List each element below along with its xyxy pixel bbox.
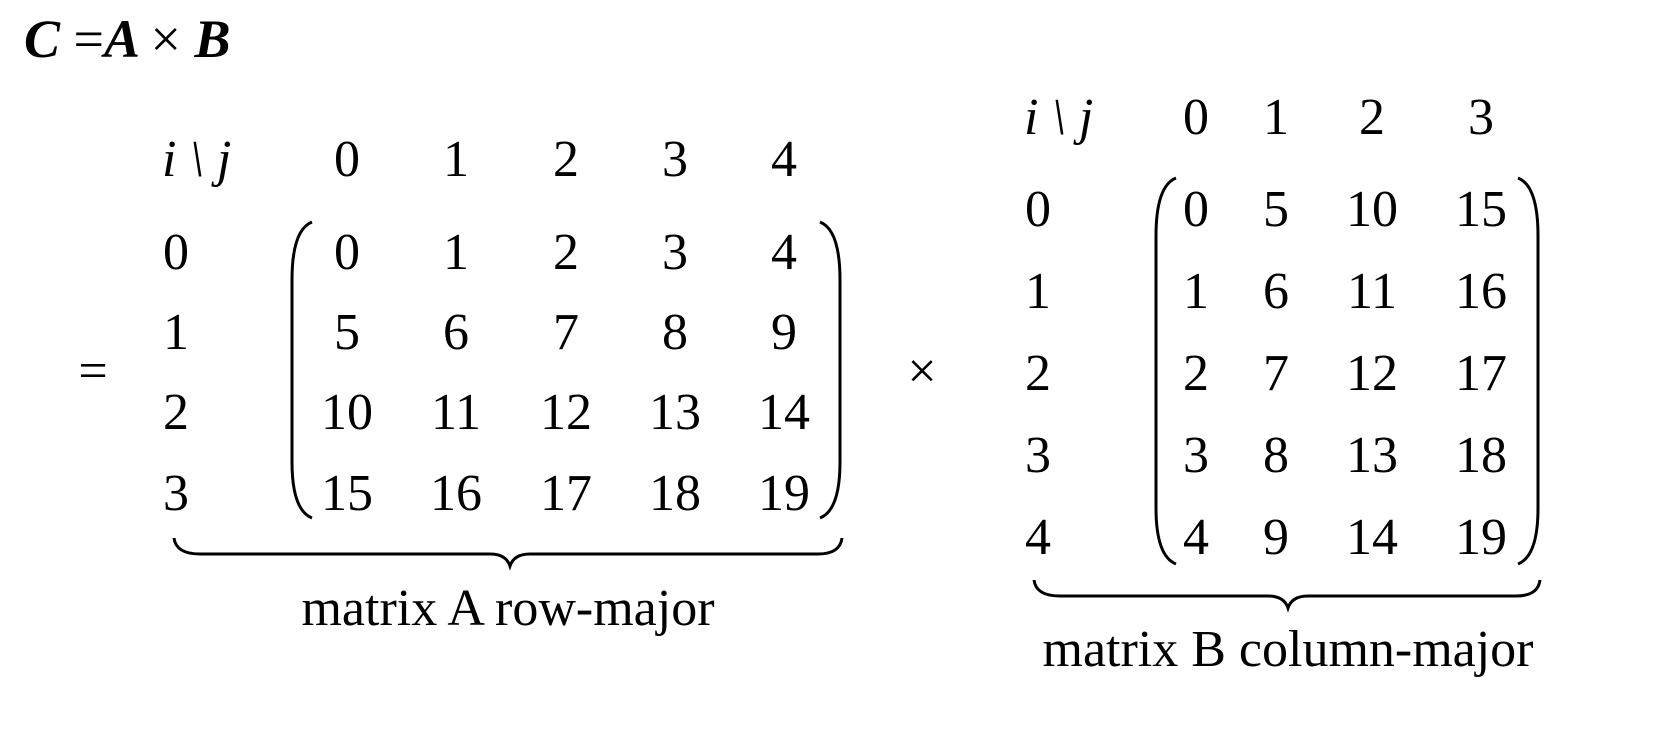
matrix-b-caption: matrix B column-major: [1042, 621, 1534, 678]
equation-title: C =A × B: [24, 8, 231, 70]
equation-lhs: C: [24, 9, 61, 69]
matrix-b-row-header: 4: [1025, 509, 1051, 566]
matrix-a-underbrace: [172, 537, 844, 571]
matrix-b-left-paren: [1154, 176, 1177, 566]
matrix-b-row-header: 2: [1025, 345, 1051, 402]
matrix-b-cell: 16: [1455, 263, 1507, 320]
equation-b: B: [194, 9, 231, 69]
matrix-a-cell: 15: [321, 465, 373, 522]
matrix-b-row-header: 3: [1025, 427, 1051, 484]
matrix-a-cell: 6: [443, 304, 469, 361]
matrix-a-row-header: 0: [163, 224, 189, 281]
matrix-b-col-header: 1: [1263, 89, 1289, 146]
matrix-a-col-header: 3: [662, 131, 688, 188]
matrix-a-cell: 8: [662, 304, 688, 361]
matrix-b-row-header: 0: [1025, 181, 1051, 238]
matrix-a-cell: 5: [334, 304, 360, 361]
matrix-a-col-header: 4: [771, 131, 797, 188]
matrix-b-cell: 11: [1346, 263, 1398, 320]
matrix-a-col-header: 1: [443, 131, 469, 188]
matrix-b-cell: 8: [1263, 427, 1289, 484]
matrix-b-col-header: 0: [1183, 89, 1209, 146]
matrix-b-row-header: 1: [1025, 263, 1051, 320]
matrix-b-cell: 12: [1346, 345, 1398, 402]
matrix-b-cell: 13: [1346, 427, 1398, 484]
matrix-a-row-header: 3: [163, 465, 189, 522]
matrix-b-cell: 9: [1263, 509, 1289, 566]
matrix-a-cell: 11: [430, 384, 482, 441]
matrix-a-left-paren: [290, 220, 313, 520]
matrix-a-cell: 3: [662, 224, 688, 281]
matrix-b-cell: 6: [1263, 263, 1289, 320]
matrix-a-col-header: 2: [553, 131, 579, 188]
matrix-a-cell: 1: [443, 224, 469, 281]
matrix-a-cell: 0: [334, 224, 360, 281]
matrix-a-cell: 9: [771, 304, 797, 361]
matrix-a-cell: 10: [321, 384, 373, 441]
matrix-a-cell: 16: [430, 465, 482, 522]
matrix-a-cell: 12: [540, 384, 592, 441]
matrix-b-cell: 14: [1346, 509, 1398, 566]
matrix-b-cell: 18: [1455, 427, 1507, 484]
matrix-b-cell: 2: [1183, 345, 1209, 402]
matrix-a-col-header: 0: [334, 131, 360, 188]
matrix-b-corner-label: i \ j: [1024, 89, 1094, 146]
matrix-a-caption: matrix A row-major: [301, 580, 715, 637]
matrix-a-row-header: 2: [163, 384, 189, 441]
matrix-b-cell: 15: [1455, 181, 1507, 238]
equals-sign: =: [78, 343, 108, 400]
matrix-a-cell: 19: [758, 465, 810, 522]
matrix-b-col-header: 2: [1359, 89, 1385, 146]
equation-times: ×: [150, 9, 182, 69]
matrix-a-cell: 2: [553, 224, 579, 281]
matrix-b-cell: 19: [1455, 509, 1507, 566]
matrix-a-cell: 13: [649, 384, 701, 441]
matrix-a-cell: 4: [771, 224, 797, 281]
matrix-a-right-paren: [819, 220, 842, 520]
equation-equals: =: [73, 9, 104, 69]
matrix-b-col-header: 3: [1468, 89, 1494, 146]
matrix-a-cell: 7: [553, 304, 579, 361]
matrix-b-cell: 0: [1183, 181, 1209, 238]
matrix-b-cell: 10: [1346, 181, 1398, 238]
matrix-b-cell: 3: [1183, 427, 1209, 484]
matrix-a-corner-label: i \ j: [162, 131, 232, 188]
equation-a: A: [104, 9, 138, 69]
matrix-b-cell: 1: [1183, 263, 1209, 320]
times-sign: ×: [907, 343, 937, 400]
matrix-a-cell: 17: [540, 465, 592, 522]
matrix-b-underbrace: [1032, 579, 1542, 613]
matrix-b-cell: 17: [1455, 345, 1507, 402]
matrix-a-row-header: 1: [163, 304, 189, 361]
matrix-b-cell: 7: [1263, 345, 1289, 402]
matrix-a-cell: 18: [649, 465, 701, 522]
matrix-a-cell: 14: [758, 384, 810, 441]
matrix-b-cell: 5: [1263, 181, 1289, 238]
matrix-b-right-paren: [1517, 176, 1540, 566]
matrix-b-cell: 4: [1183, 509, 1209, 566]
